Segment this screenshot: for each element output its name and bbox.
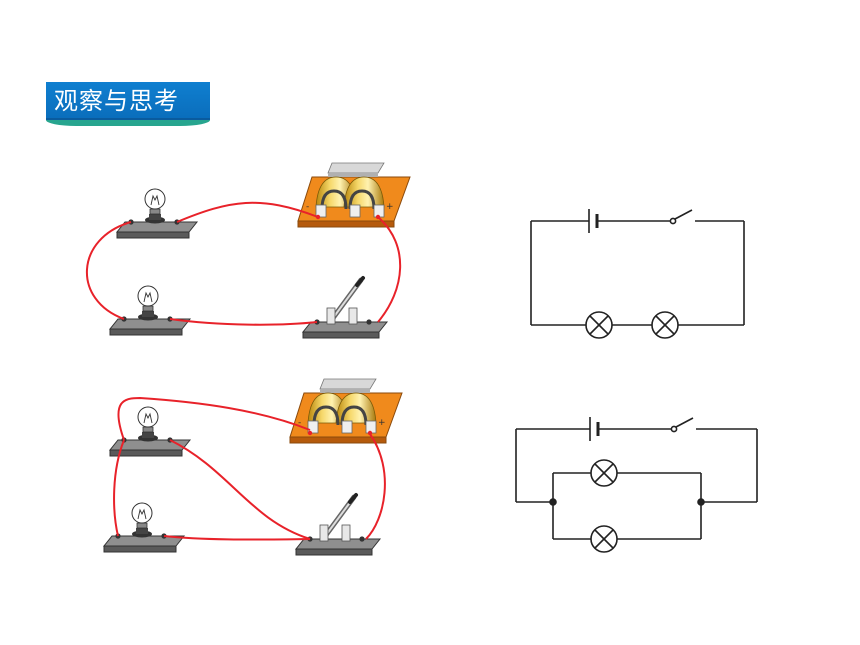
title-underline-stripe xyxy=(46,120,210,126)
knife-switch-2 xyxy=(296,495,380,555)
lamp-symbol-1a xyxy=(585,311,613,339)
wires-series xyxy=(86,201,402,326)
series-circuit-physical xyxy=(86,161,412,338)
switch-contact-1 xyxy=(669,217,677,225)
bulb-1 xyxy=(116,188,198,239)
switch-blade-1 xyxy=(674,209,693,220)
junction-right xyxy=(697,498,705,506)
knife-switch-1 xyxy=(303,278,387,338)
title-background xyxy=(46,82,210,120)
switch-contact-2 xyxy=(670,425,678,433)
wires-parallel xyxy=(113,396,386,541)
lamp-symbol-1b xyxy=(651,311,679,339)
series-circuit-schematic xyxy=(530,209,745,339)
parallel-circuit-schematic xyxy=(515,417,758,553)
section-title: 观察与思考 xyxy=(54,87,179,115)
bulb-2 xyxy=(109,285,191,336)
lamp-symbol-2a xyxy=(590,459,618,487)
battery-holder-2 xyxy=(288,377,404,445)
title-banner: 观察与思考 xyxy=(46,82,210,126)
parallel-circuit-physical xyxy=(103,377,404,555)
junction-left xyxy=(549,498,557,506)
battery-holder-1 xyxy=(296,161,412,229)
switch-blade-2 xyxy=(675,417,694,428)
lamp-symbol-2b xyxy=(590,525,618,553)
